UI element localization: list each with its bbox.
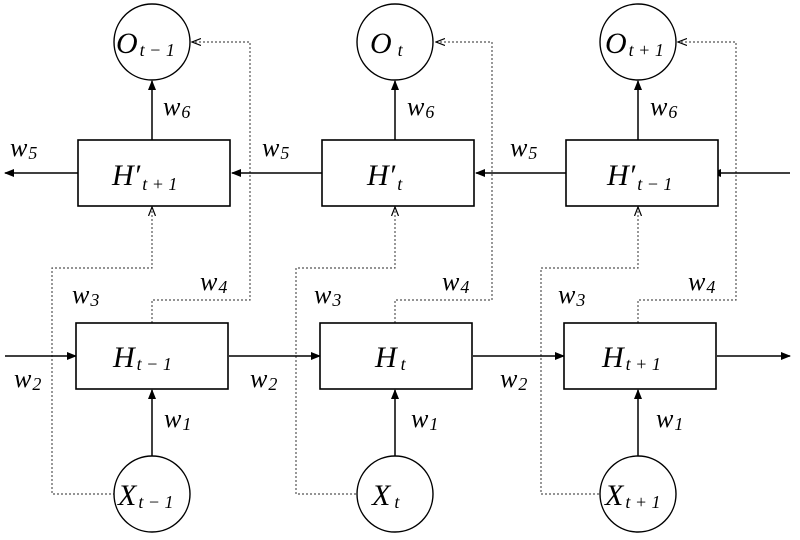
svg-text:Xt + 1: Xt + 1 <box>604 479 660 512</box>
weight-label-w4-mid: w4 <box>442 267 469 297</box>
svg-text:Ht: Ht <box>374 341 407 374</box>
weight-label-w3-right: w3 <box>558 280 585 310</box>
weight-label-w2-mid: w2 <box>250 364 277 394</box>
weight-label-w2-right: w2 <box>500 364 527 394</box>
weight-label-w3-mid: w3 <box>314 280 341 310</box>
weight-label-w1-left: w1 <box>164 404 191 434</box>
weight-label-w1-right: w1 <box>656 404 683 434</box>
weight-label-w4-right: w4 <box>688 267 715 297</box>
weight-label-w6-right: w6 <box>650 92 677 122</box>
weight-label-w5-left: w5 <box>10 133 37 163</box>
edge-x-cur-to-hb-mid <box>295 207 395 495</box>
edge-x-prev-to-hb-left <box>51 207 152 495</box>
svg-text:Xt − 1: Xt − 1 <box>117 479 173 512</box>
edge-h-cur-to-o-cur <box>394 42 493 323</box>
svg-text:H′t − 1: H′t − 1 <box>606 159 672 194</box>
weight-label-w3-left: w3 <box>72 280 99 310</box>
weight-label-w2-left: w2 <box>14 364 41 394</box>
svg-text:Ot: Ot <box>370 27 404 60</box>
edge-h-next-to-o-next <box>637 42 737 323</box>
weight-label-w4-left: w4 <box>200 267 227 297</box>
svg-text:Ht − 1: Ht − 1 <box>112 341 172 374</box>
svg-text:Ot + 1: Ot + 1 <box>605 27 664 60</box>
weight-label-w6-mid: w6 <box>407 92 434 122</box>
weight-label-w1-mid: w1 <box>411 404 438 434</box>
svg-text:Xt: Xt <box>371 479 400 512</box>
edge-h-prev-to-o-prev <box>151 42 251 323</box>
edge-x-next-to-hb-right <box>540 207 638 495</box>
weight-label-w6-left: w6 <box>163 92 190 122</box>
node-hb-left: H′t + 1 <box>77 139 231 207</box>
svg-text:H′t + 1: H′t + 1 <box>111 159 177 194</box>
weight-label-w5-right: w5 <box>510 133 537 163</box>
weight-label-w5-mid: w5 <box>262 133 289 163</box>
svg-text:Ot − 1: Ot − 1 <box>116 27 175 60</box>
svg-text:H′t: H′t <box>366 159 403 194</box>
svg-text:Ht + 1: Ht + 1 <box>601 341 661 374</box>
node-hb-mid: H′t <box>321 139 475 207</box>
node-hb-right: H′t − 1 <box>565 139 719 207</box>
